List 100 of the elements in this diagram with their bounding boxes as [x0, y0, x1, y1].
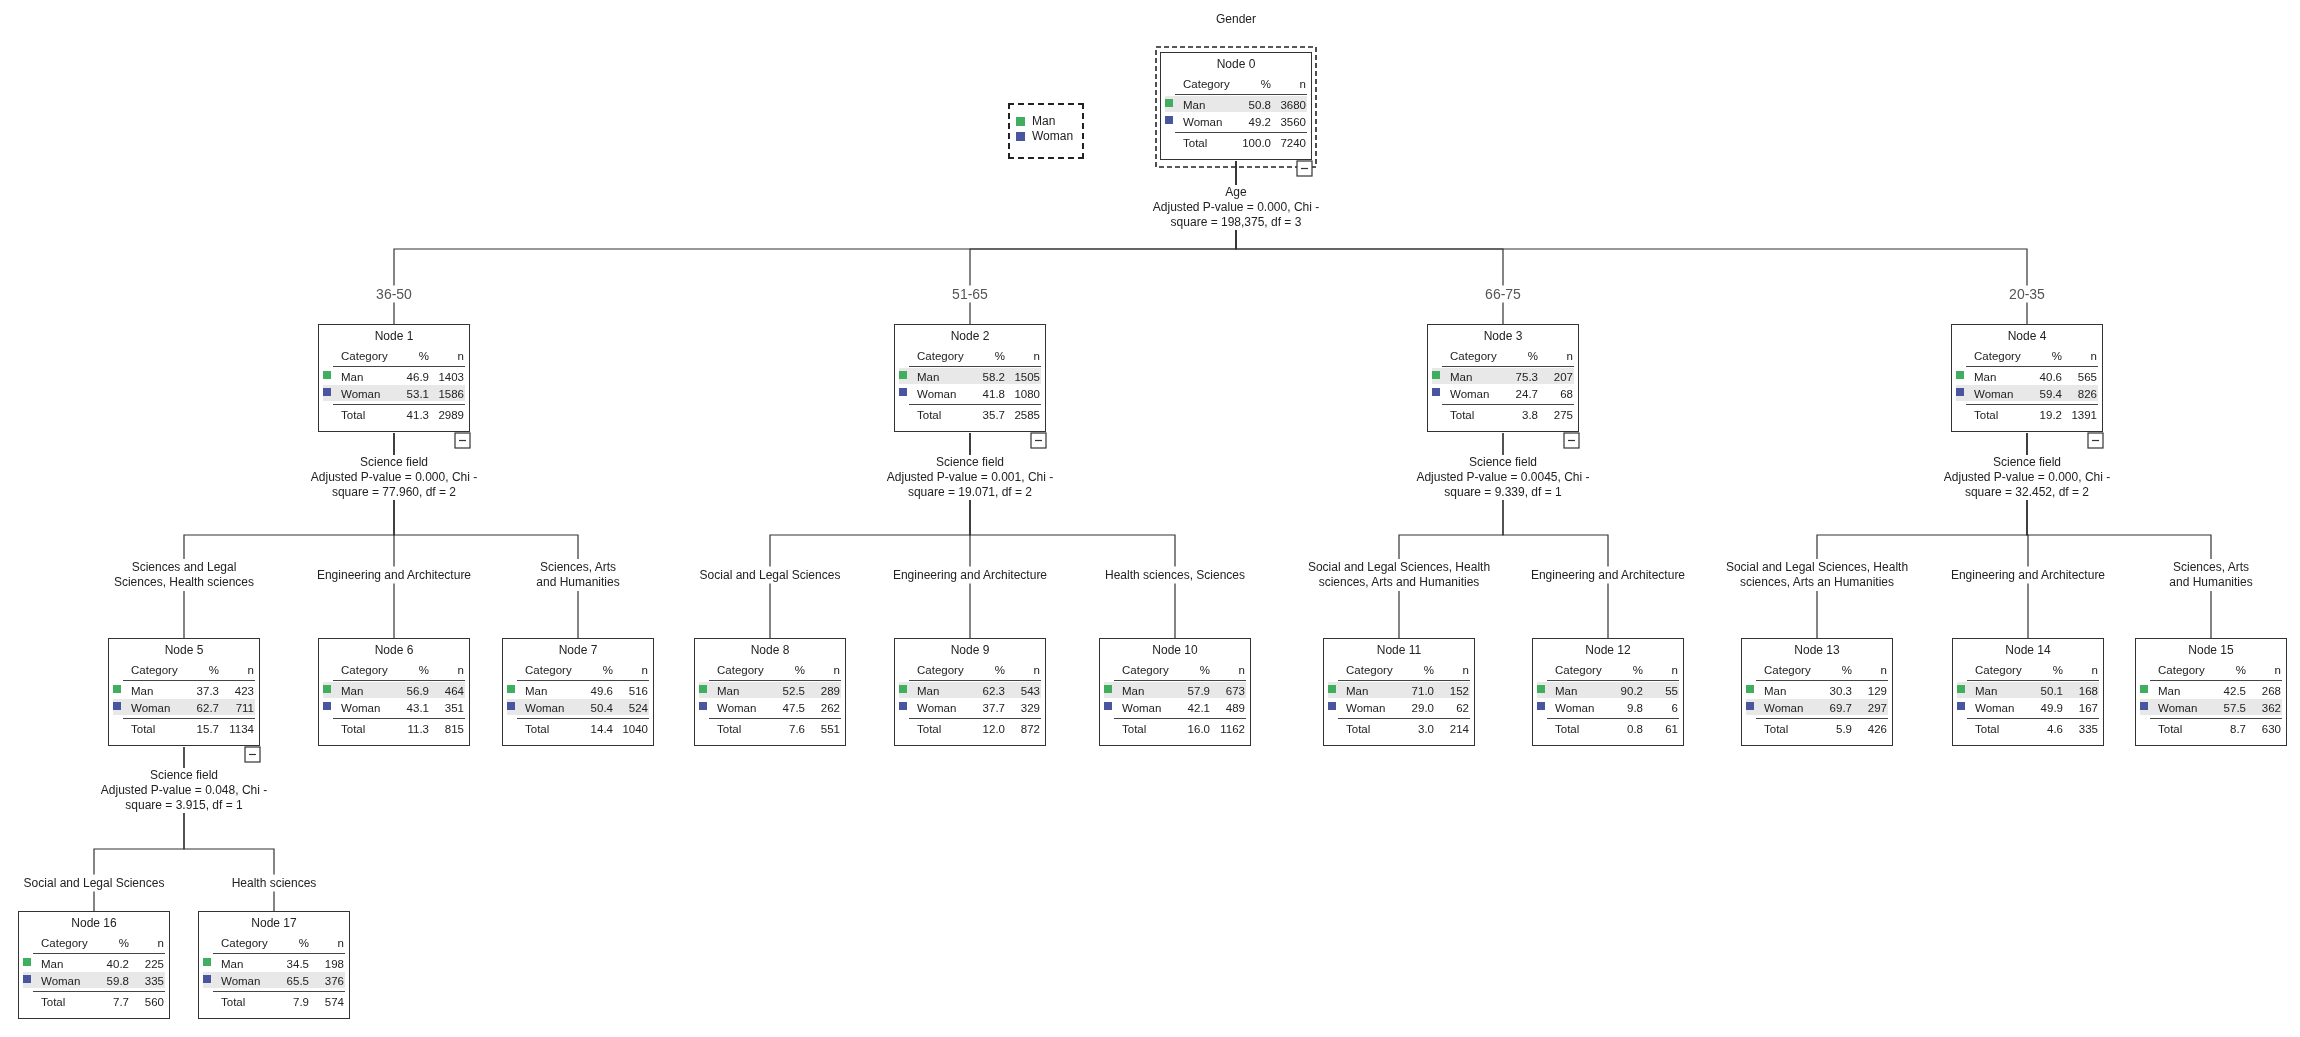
- count-value: 423: [234, 684, 254, 698]
- column-header: n: [2274, 663, 2281, 677]
- percent-value: 15.7: [196, 722, 219, 736]
- count-value: 872: [1020, 722, 1040, 736]
- category-label: Man: [917, 370, 940, 384]
- category-label: Total: [917, 408, 942, 422]
- count-value: 335: [2078, 722, 2098, 736]
- percent-value: 50.1: [2040, 684, 2063, 698]
- column-header: n: [641, 663, 648, 677]
- percent-value: 19.2: [2039, 408, 2062, 422]
- count-value: 1162: [1220, 722, 1245, 736]
- column-header: Category: [221, 936, 268, 950]
- count-value: 1134: [229, 722, 254, 736]
- column-header: %: [794, 663, 805, 677]
- count-value: 426: [1867, 722, 1887, 736]
- count-value: 1040: [622, 722, 648, 736]
- node-box: [18, 911, 170, 1019]
- node-title: Node 16: [71, 916, 117, 930]
- count-value: 168: [2078, 684, 2098, 698]
- category-label: Man: [1450, 370, 1473, 384]
- node-box: [2135, 638, 2287, 746]
- category-label: Man: [525, 684, 548, 698]
- node-title: Node 9: [950, 643, 990, 657]
- percent-value: 46.9: [406, 370, 429, 384]
- count-value: 61: [1665, 722, 1678, 736]
- column-header: n: [1238, 663, 1245, 677]
- count-value: 329: [1020, 701, 1040, 715]
- category-label: Total: [1975, 722, 2000, 736]
- percent-value: 0.8: [1627, 722, 1643, 736]
- percent-value: 90.2: [1620, 684, 1643, 698]
- column-header: %: [418, 663, 429, 677]
- percent-value: 41.8: [982, 387, 1005, 401]
- count-value: 275: [1553, 408, 1573, 422]
- percent-value: 3.8: [1522, 408, 1538, 422]
- percent-value: 100.0: [1242, 136, 1271, 150]
- node-title: Node 1: [374, 329, 414, 343]
- category-label: Woman: [1122, 701, 1162, 715]
- count-value: 7240: [1280, 136, 1306, 150]
- count-value: 464: [444, 684, 464, 698]
- category-label: Man: [41, 957, 64, 971]
- count-value: 62: [1456, 701, 1469, 715]
- column-header: %: [1199, 663, 1210, 677]
- category-label: Total: [525, 722, 550, 736]
- category-label: Man: [1183, 98, 1206, 112]
- branch-label: Engineering and Architecture: [314, 566, 474, 584]
- column-header: %: [994, 349, 1005, 363]
- percent-value: 40.6: [2039, 370, 2062, 384]
- column-header: %: [1841, 663, 1852, 677]
- legend-label: Man: [1032, 114, 1056, 128]
- category-label: Total: [1450, 408, 1475, 422]
- percent-value: 75.3: [1515, 370, 1538, 384]
- percent-value: 58.2: [982, 370, 1005, 384]
- percent-value: 7.6: [789, 722, 805, 736]
- count-value: 565: [2077, 370, 2097, 384]
- node-box: [894, 324, 1046, 432]
- category-label: Total: [917, 722, 942, 736]
- node-title: Node 6: [374, 643, 414, 657]
- count-value: 68: [1560, 387, 1573, 401]
- percent-value: 37.3: [196, 684, 219, 698]
- count-value: 198: [324, 957, 344, 971]
- percent-value: 3.0: [1418, 722, 1434, 736]
- count-value: 3680: [1280, 98, 1306, 112]
- column-header: Category: [341, 663, 388, 677]
- node-box: [1427, 324, 1579, 432]
- node-box: [1160, 52, 1312, 160]
- category-label: Total: [2158, 722, 2183, 736]
- category-label: Total: [221, 995, 246, 1009]
- node-title: Node 8: [750, 643, 790, 657]
- count-value: 362: [2261, 701, 2281, 715]
- category-label: Man: [917, 684, 940, 698]
- column-header: Category: [1450, 349, 1497, 363]
- split-variable: Science field: [933, 455, 1006, 470]
- column-header: Category: [2158, 663, 2205, 677]
- node-box: [1952, 638, 2104, 746]
- node-title: Node 15: [2188, 643, 2234, 657]
- category-label: Woman: [1974, 387, 2014, 401]
- category-label: Man: [1122, 684, 1145, 698]
- percent-value: 16.0: [1187, 722, 1210, 736]
- column-header: %: [1632, 663, 1643, 677]
- count-value: 516: [628, 684, 648, 698]
- legend-label: Woman: [1032, 129, 1074, 143]
- column-header: %: [994, 663, 1005, 677]
- count-value: 2585: [1014, 408, 1040, 422]
- count-value: 152: [1449, 684, 1469, 698]
- count-value: 524: [628, 701, 648, 715]
- category-label: Woman: [1450, 387, 1490, 401]
- node-title: Node 4: [2007, 329, 2047, 343]
- category-label: Woman: [221, 974, 261, 988]
- node-title: Node 2: [950, 329, 990, 343]
- category-label: Man: [1555, 684, 1578, 698]
- percent-value: 57.5: [2223, 701, 2246, 715]
- percent-value: 12.0: [982, 722, 1005, 736]
- percent-value: 52.5: [782, 684, 805, 698]
- branch-label: Social and Legal Sciences: [21, 874, 167, 892]
- count-value: 167: [2078, 701, 2098, 715]
- percent-value: 37.7: [982, 701, 1005, 715]
- column-header: n: [1033, 349, 1040, 363]
- column-header: n: [157, 936, 164, 950]
- category-label: Total: [1122, 722, 1147, 736]
- count-value: 129: [1867, 684, 1887, 698]
